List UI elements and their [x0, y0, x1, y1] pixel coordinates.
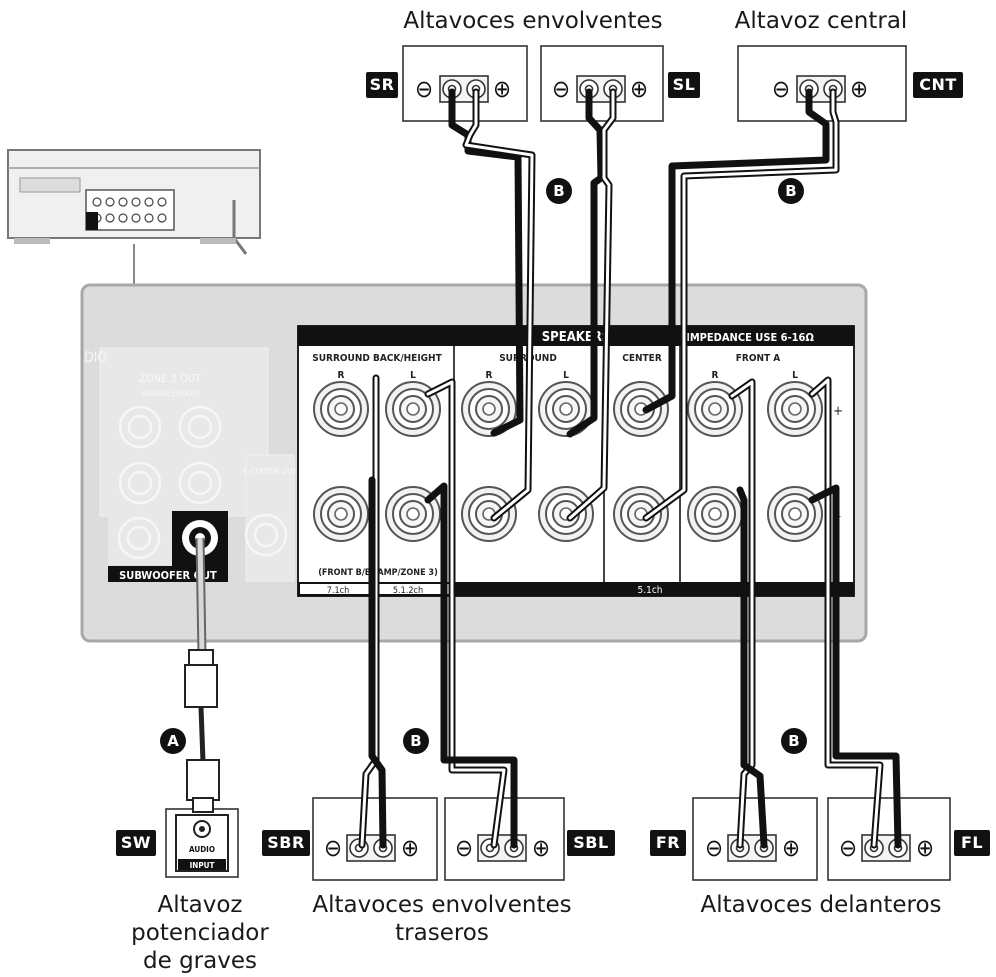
cable-label-b-front: B: [781, 728, 807, 754]
caption-subwoofer-1: Altavoz: [157, 892, 243, 918]
sbl-plus-icon: ⊕: [532, 834, 550, 862]
tag-sl: SL: [668, 72, 700, 98]
caption-subwoofer-3: de graves: [143, 948, 257, 974]
receiver-thumbnail: [7, 149, 261, 285]
sw-audio-input: [175, 814, 229, 872]
sw-audio-label: AUDIO: [189, 845, 215, 854]
tag-sr: SR: [366, 72, 398, 98]
fr-plus-icon: ⊕: [782, 834, 800, 862]
caption-front: Altavoces delanteros: [700, 892, 942, 918]
fl-plus-icon: ⊕: [916, 834, 934, 862]
caption-surround-back-2: traseros: [395, 920, 489, 946]
sr-plus-icon: ⊕: [493, 75, 511, 103]
sbr-minus-icon: ⊖: [324, 834, 342, 862]
caption-surround: Altavoces envolventes: [403, 8, 663, 34]
tag-fl: FL: [954, 830, 990, 856]
tag-sbl: SBL: [567, 830, 615, 856]
subwoofer-out-label: SUBWOOFER OUT: [119, 569, 217, 582]
speaker-wires: [358, 88, 902, 849]
cable-label-a: A: [160, 728, 186, 754]
zone3-out-sublabel: VARIABLE/FIXED: [141, 389, 200, 398]
caption-surround-back-1: Altavoces envolventes: [312, 892, 572, 918]
speaker-box-fr: [692, 797, 818, 881]
caption-subwoofer-2: potenciador: [131, 920, 269, 946]
zone3-out-label: ZONE 3 OUT: [139, 372, 202, 385]
sl-minus-icon: ⊖: [552, 75, 570, 103]
cnt-plus-icon: ⊕: [850, 75, 868, 103]
panel-zone-label: DIO: [84, 350, 107, 366]
plus-label: +: [833, 404, 843, 419]
subwoofer-cable-a: [184, 537, 220, 813]
tag-sw: SW: [116, 830, 156, 856]
ch51-label: 5.1ch: [638, 585, 663, 596]
channel-r-front: R: [712, 370, 719, 381]
group-surround-back: SURROUND BACK/HEIGHT: [312, 353, 442, 364]
channel-l-surround-back: L: [410, 370, 416, 381]
tag-cnt: CNT: [913, 72, 963, 98]
cable-label-b-surround-back: B: [403, 728, 429, 754]
center-out-label: E-CENTER OUT: [243, 467, 297, 476]
impedance-label: IMPEDANCE USE 6-16Ω: [686, 331, 814, 344]
fl-minus-icon: ⊖: [839, 834, 857, 862]
speaker-terminal-block: [297, 325, 855, 597]
caption-center: Altavoz central: [734, 8, 908, 34]
tag-sbr: SBR: [262, 830, 310, 856]
channel-l-front: L: [792, 370, 798, 381]
group-center: CENTER: [622, 353, 662, 364]
sbr-plus-icon: ⊕: [401, 834, 419, 862]
cable-label-b-surround: B: [546, 178, 572, 204]
sbl-minus-icon: ⊖: [455, 834, 473, 862]
ch512-label: 5.1.2ch: [393, 586, 423, 596]
fr-minus-icon: ⊖: [705, 834, 723, 862]
cable-label-b-center: B: [778, 178, 804, 204]
channel-l-surround: L: [563, 370, 569, 381]
speakers-header: SPEAKERS: [542, 330, 611, 345]
channel-r-surround-back: R: [338, 370, 345, 381]
ch71-label: 7.1ch: [327, 586, 349, 596]
group-front-a: FRONT A: [736, 353, 781, 364]
channel-r-surround: R: [486, 370, 493, 381]
sl-plus-icon: ⊕: [630, 75, 648, 103]
tag-fr: FR: [650, 830, 686, 856]
sr-minus-icon: ⊖: [415, 75, 433, 103]
sw-input-label: INPUT: [190, 861, 215, 870]
cnt-minus-icon: ⊖: [772, 75, 790, 103]
